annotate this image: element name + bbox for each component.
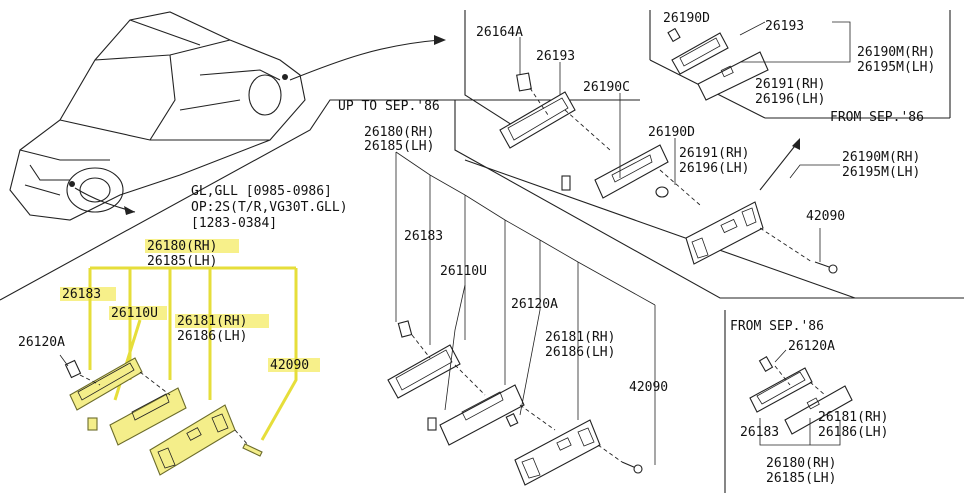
left-label-26180-rh: 26180(RH) [147, 239, 217, 254]
label-26191-rh: 26191(RH) [679, 146, 749, 161]
label-26196-lh: 26196(LH) [679, 161, 749, 176]
left-label-26110u: 26110U [111, 306, 158, 321]
br-label-26120a: 26120A [788, 339, 835, 354]
left-label-26183: 26183 [62, 287, 101, 302]
note-line-1: GL,GLL [0985-0986] [191, 184, 332, 199]
label-26190d: 26190D [648, 125, 695, 140]
br-from-sep86: FROM SEP.'86 [730, 319, 824, 334]
mid-label-26180-rh: 26180(RH) [364, 125, 434, 140]
inset-from-sep86-bottom [749, 349, 853, 446]
br-label-26181-rh: 26181(RH) [818, 410, 888, 425]
left-label-26186-lh: 26186(LH) [177, 329, 247, 344]
inset-label-26195m-lh: 26195M(LH) [857, 60, 935, 75]
br-label-26186-lh: 26186(LH) [818, 425, 888, 440]
inset-label-26191-rh: 26191(RH) [755, 77, 825, 92]
mid-label-26185-lh: 26185(LH) [364, 139, 434, 154]
from-sep86-top: FROM SEP.'86 [830, 110, 924, 125]
inset-from-sep86-top [667, 21, 851, 101]
note-line-3: [1283-0384] [191, 216, 277, 231]
br-label-26180-rh: 26180(RH) [766, 456, 836, 471]
mid-label-26120a: 26120A [511, 297, 558, 312]
top-assembly [499, 37, 840, 274]
labels: 26164A 26193 26190C 26190D 26191(RH) 261… [18, 11, 935, 486]
inset-label-26193: 26193 [765, 19, 804, 34]
label-26195m-lh: 26195M(LH) [842, 165, 920, 180]
mid-label-26110u: 26110U [440, 264, 487, 279]
up-to-sep86: UP TO SEP.'86 [338, 99, 440, 114]
mid-label-42090: 42090 [629, 380, 668, 395]
left-label-26185-lh: 26185(LH) [147, 254, 217, 269]
label-26193: 26193 [536, 49, 575, 64]
inset-label-26190m-rh: 26190M(RH) [857, 45, 935, 60]
br-label-26185-lh: 26185(LH) [766, 471, 836, 486]
mid-label-26181-rh: 26181(RH) [545, 330, 615, 345]
car-illustration [9, 11, 446, 221]
mid-label-26186-lh: 26186(LH) [545, 345, 615, 360]
inset-label-26196-lh: 26196(LH) [755, 92, 825, 107]
mid-label-26183: 26183 [404, 229, 443, 244]
label-26190m-rh: 26190M(RH) [842, 150, 920, 165]
mid-assembly [387, 151, 656, 486]
left-label-42090: 42090 [270, 358, 309, 373]
inset-label-26190d: 26190D [663, 11, 710, 26]
br-label-26183: 26183 [740, 425, 779, 440]
frame-lines [0, 10, 964, 493]
left-label-26181-rh: 26181(RH) [177, 314, 247, 329]
left-highlighted-assembly [59, 239, 320, 476]
label-26164a: 26164A [476, 25, 523, 40]
label-42090-top: 42090 [806, 209, 845, 224]
label-26190c: 26190C [583, 80, 630, 95]
left-label-26120a: 26120A [18, 335, 65, 350]
note-line-2: OP:2S(T/R,VG30T.GLL) [191, 200, 348, 215]
